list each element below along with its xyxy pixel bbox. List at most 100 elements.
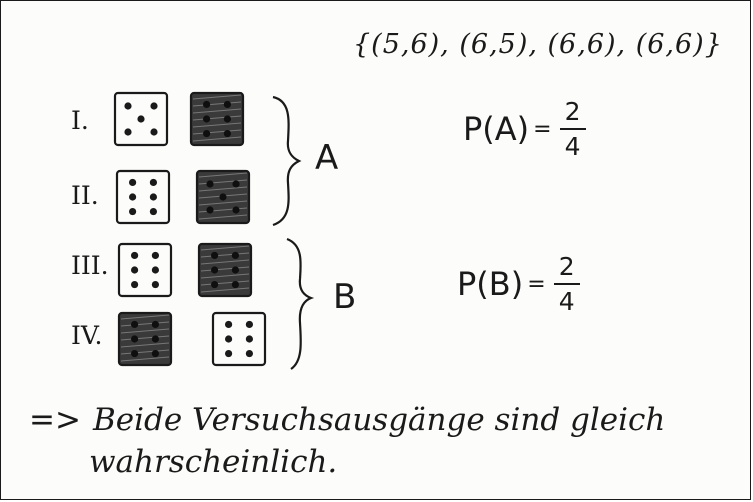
die-pip	[203, 129, 211, 138]
conclusion-line-2: wahrscheinlich.	[89, 444, 338, 480]
die-pip	[203, 115, 211, 123]
die-pip	[124, 128, 132, 136]
die-pip	[131, 335, 139, 343]
shading-stroke	[192, 115, 242, 121]
die-pip	[131, 320, 139, 329]
die-pip	[129, 178, 137, 187]
die-pip	[206, 180, 214, 188]
die-pip	[149, 178, 157, 187]
shading-stroke	[192, 108, 242, 114]
die-pip	[149, 193, 157, 201]
die-pip	[151, 251, 159, 260]
die-pip	[131, 280, 139, 289]
die-pip	[225, 335, 233, 343]
die-row-1-left	[113, 91, 169, 147]
die-face	[115, 169, 171, 225]
probability-a-numerator: 2	[564, 97, 581, 126]
die-row-4-right	[211, 311, 267, 367]
shading-stroke	[120, 321, 170, 327]
shading-stroke	[198, 200, 248, 206]
die-row-3-right	[197, 242, 253, 298]
shading-stroke	[200, 266, 250, 272]
row-label-3: III.	[71, 251, 109, 280]
die-pip	[245, 349, 253, 358]
shading-stroke	[120, 356, 170, 362]
die-row-2-right	[195, 169, 251, 225]
event-a-letter: A	[315, 138, 339, 178]
shading-stroke	[192, 94, 242, 100]
die-pip	[225, 320, 233, 329]
die-pip	[206, 206, 214, 214]
die-pip	[223, 115, 231, 123]
die-pip	[131, 349, 139, 358]
die-pip	[124, 102, 132, 110]
die-pip	[150, 128, 158, 136]
probability-b-fraction: 2 4	[553, 252, 580, 316]
die-pip	[151, 280, 159, 289]
die-pip	[223, 129, 231, 138]
shading-stroke	[198, 214, 248, 220]
die-pip	[245, 320, 253, 329]
shading-stroke	[198, 172, 248, 178]
die-pip	[131, 251, 139, 260]
brace-a	[272, 95, 302, 227]
die-pip	[151, 349, 159, 358]
die-pip	[223, 100, 231, 109]
die-row-3-left	[117, 242, 173, 298]
die-row-4-left	[117, 311, 173, 367]
probability-b-numerator: 2	[558, 252, 575, 281]
die-pip	[151, 320, 159, 329]
shading-stroke	[198, 186, 248, 192]
die-face	[211, 311, 267, 367]
die-pip	[232, 180, 240, 188]
conclusion-text-1: Beide Versuchsausgänge sind gleich	[92, 402, 666, 438]
die-face	[117, 242, 173, 298]
die-pip	[131, 266, 139, 274]
probability-a-expr: P(A)	[463, 110, 530, 148]
shading-stroke	[200, 287, 250, 293]
die-pip	[219, 193, 227, 201]
probability-b-denominator: 4	[558, 287, 575, 316]
die-pip	[151, 335, 159, 343]
die-pip	[137, 115, 145, 123]
die-row-1-right	[189, 91, 245, 147]
probability-a-equals: =	[533, 116, 552, 142]
die-pip	[232, 206, 240, 214]
shading-stroke	[120, 314, 170, 320]
brace-b	[286, 237, 315, 370]
die-pip	[211, 251, 219, 260]
die-pip	[231, 251, 239, 260]
probability-a: P(A) = 2 4	[463, 99, 586, 159]
die-pip	[231, 266, 239, 274]
shading-stroke	[200, 280, 250, 286]
probability-b-equals: =	[527, 271, 546, 297]
die-pip	[149, 207, 157, 216]
fraction-bar	[559, 128, 586, 130]
die-pip	[231, 280, 239, 289]
shading-stroke	[192, 129, 242, 135]
shading-stroke	[200, 259, 250, 265]
die-pip	[225, 349, 233, 358]
row-label-4: IV.	[71, 321, 103, 350]
die-pip	[150, 102, 158, 110]
die-pip	[151, 266, 159, 274]
probability-b-expr: P(B)	[457, 265, 524, 303]
die-pip	[129, 207, 137, 216]
die-pip	[203, 100, 211, 109]
probability-a-fraction: 2 4	[559, 97, 586, 161]
implies-arrow: =>	[29, 402, 81, 438]
probability-b: P(B) = 2 4	[457, 254, 580, 314]
row-label-1: I.	[71, 106, 89, 135]
die-pip	[129, 193, 137, 201]
die-pip	[245, 335, 253, 343]
shading-stroke	[200, 245, 250, 251]
probability-a-denominator: 4	[564, 132, 581, 161]
shading-stroke	[192, 136, 242, 142]
shading-stroke	[200, 273, 250, 279]
conclusion-line-1: => Beide Versuchsausgänge sind gleich	[29, 405, 665, 436]
shading-stroke	[120, 328, 170, 334]
die-pip	[211, 280, 219, 289]
shading-stroke	[200, 252, 250, 258]
